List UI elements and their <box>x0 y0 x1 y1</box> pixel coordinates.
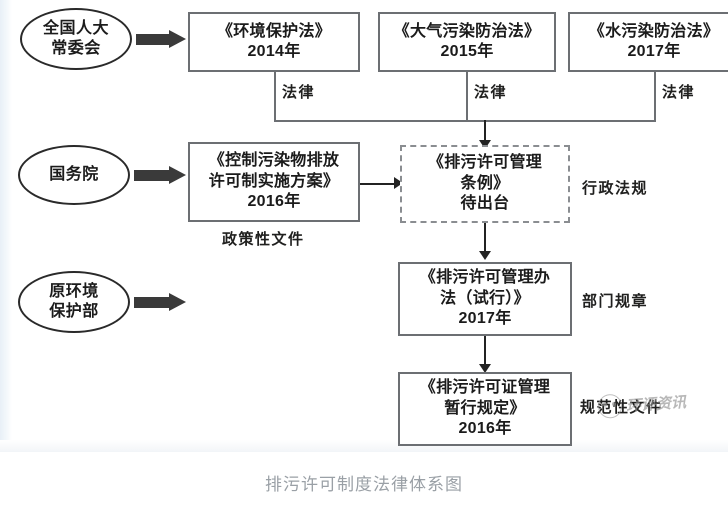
document-box-permit-interim-provisions[interactable]: 《排污许可证管理 暂行规定》 2016年 <box>398 372 572 446</box>
law-year: 2014年 <box>247 43 301 60</box>
law-title: 《环境保护法》 <box>216 22 332 40</box>
arrow-head <box>169 166 186 184</box>
edge-label-law-1: 法律 <box>282 83 316 101</box>
document-box-permit-measures-trial[interactable]: 《排污许可管理办 法（试行）》 2017年 <box>398 262 572 336</box>
arrow-head <box>169 30 186 48</box>
document-year: 2016年 <box>458 420 512 438</box>
arrowhead-plan-to-regulation <box>394 177 403 189</box>
law-title: 《大气污染防治法》 <box>393 22 541 40</box>
actor-npc-label-line2: 常委会 <box>51 40 101 57</box>
arrow-shaft <box>134 170 170 181</box>
document-title-line1: 《排污许可管理办 <box>419 269 551 287</box>
legal-system-diagram: 全国人大 常委会 《环境保护法》 2014年 《大气污染防治法》 2015年 《… <box>0 0 728 452</box>
figure-caption: 排污许可制度法律体系图 <box>0 452 728 520</box>
edge-label-law-2: 法律 <box>474 83 508 101</box>
document-year: 2017年 <box>458 310 512 328</box>
bottom-edge-tint <box>0 440 728 452</box>
document-title-line1: 《排污许可管理 <box>427 154 543 172</box>
arrow-npc-to-law <box>136 30 186 48</box>
actor-former-mep-label-line1: 原环境 <box>49 282 99 300</box>
connector-law3-drop <box>654 72 656 120</box>
arrow-mep-to-measures <box>134 293 186 311</box>
connector-bus-to-regulation <box>484 120 486 142</box>
law-box-water-pollution-law[interactable]: 《水污染防治法》 2017年 <box>568 12 728 72</box>
connector-plan-to-regulation <box>360 183 396 185</box>
law-year: 2015年 <box>440 43 494 60</box>
actor-npc-label-line1: 全国人大 <box>42 19 109 37</box>
law-box-air-pollution-law[interactable]: 《大气污染防治法》 2015年 <box>378 12 556 72</box>
document-title-line2: 暂行规定》 <box>444 399 526 417</box>
document-box-permit-regulation[interactable]: 《排污许可管理 条例》 待出台 <box>400 145 570 223</box>
connector-law1-drop <box>274 72 276 120</box>
document-title-line2: 许可制实施方案》 <box>208 172 340 190</box>
arrow-shaft <box>134 297 170 308</box>
document-year: 2016年 <box>247 193 301 211</box>
document-title-line2: 法（试行）》 <box>440 289 530 307</box>
connector-measures-to-provisions <box>484 336 486 366</box>
connector-law2-drop <box>466 72 468 120</box>
watermark-text: 环评资讯 <box>625 392 687 415</box>
arrow-head <box>169 293 186 311</box>
document-status: 待出台 <box>460 195 510 213</box>
smiley-logo-icon <box>597 393 623 420</box>
category-label-policy-document: 政策性文件 <box>222 230 305 248</box>
arrow-shaft <box>136 34 170 45</box>
law-year: 2017年 <box>627 43 681 60</box>
arrowhead-measures-to-provisions <box>479 364 491 373</box>
actor-npc-standing-committee[interactable]: 全国人大 常委会 <box>20 8 132 70</box>
arrowhead-bus-to-regulation <box>479 140 491 149</box>
watermark: 环评资讯 <box>597 389 687 420</box>
actor-state-council-label: 国务院 <box>49 165 99 183</box>
category-label-departmental-rule: 部门规章 <box>582 292 649 310</box>
actor-state-council[interactable]: 国务院 <box>18 145 130 205</box>
category-label-administrative-regulation: 行政法规 <box>582 179 649 197</box>
connector-regulation-to-measures <box>484 223 486 253</box>
law-box-env-protection-law[interactable]: 《环境保护法》 2014年 <box>188 12 360 72</box>
actor-former-mep[interactable]: 原环境 保护部 <box>18 271 130 333</box>
arrowhead-regulation-to-measures <box>479 251 491 260</box>
actor-former-mep-label-line2: 保护部 <box>49 303 99 320</box>
law-title: 《水污染防治法》 <box>588 22 720 40</box>
arrow-state-council-to-plan <box>134 166 186 184</box>
connector-law-bus <box>274 120 656 122</box>
document-title-line1: 《控制污染物排放 <box>208 152 340 170</box>
caption-text: 排污许可制度法律体系图 <box>265 475 463 494</box>
document-title-line2: 条例》 <box>460 174 510 192</box>
left-edge-tint <box>0 0 12 452</box>
document-title-line1: 《排污许可证管理 <box>419 379 551 397</box>
edge-label-law-3: 法律 <box>662 83 696 101</box>
document-box-implementation-plan[interactable]: 《控制污染物排放 许可制实施方案》 2016年 <box>188 142 360 222</box>
